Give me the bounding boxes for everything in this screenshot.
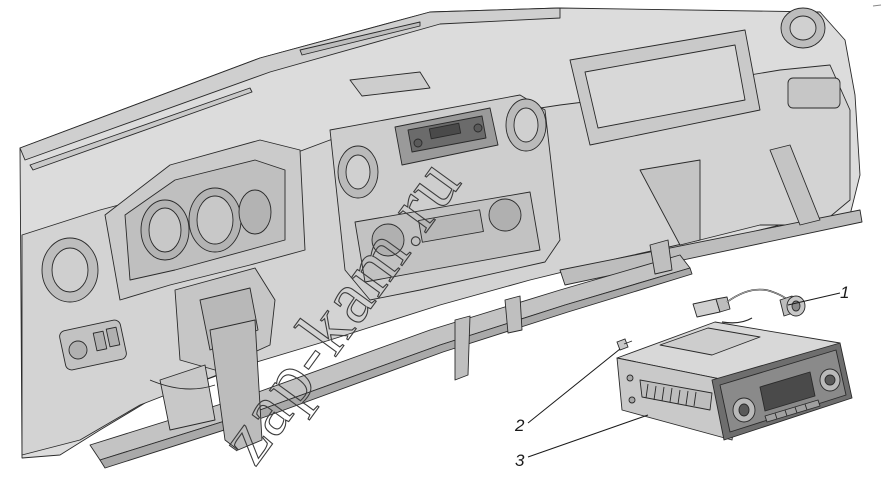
callout-number-2: 2: [514, 416, 525, 435]
radio-unit-part: [616, 321, 853, 441]
leader-line-1: [787, 292, 841, 306]
callout-number-1: 1: [840, 283, 849, 302]
dashboard-panel: [19, 7, 863, 469]
leader-line-3: [527, 414, 649, 458]
cable-connector-part: [692, 288, 806, 324]
callout-number-3: 3: [515, 451, 525, 470]
fastener-part: [616, 338, 633, 351]
callout-leaders: [527, 292, 841, 458]
leader-line-2: [527, 348, 621, 424]
corner-mark-icon: [872, 4, 882, 7]
